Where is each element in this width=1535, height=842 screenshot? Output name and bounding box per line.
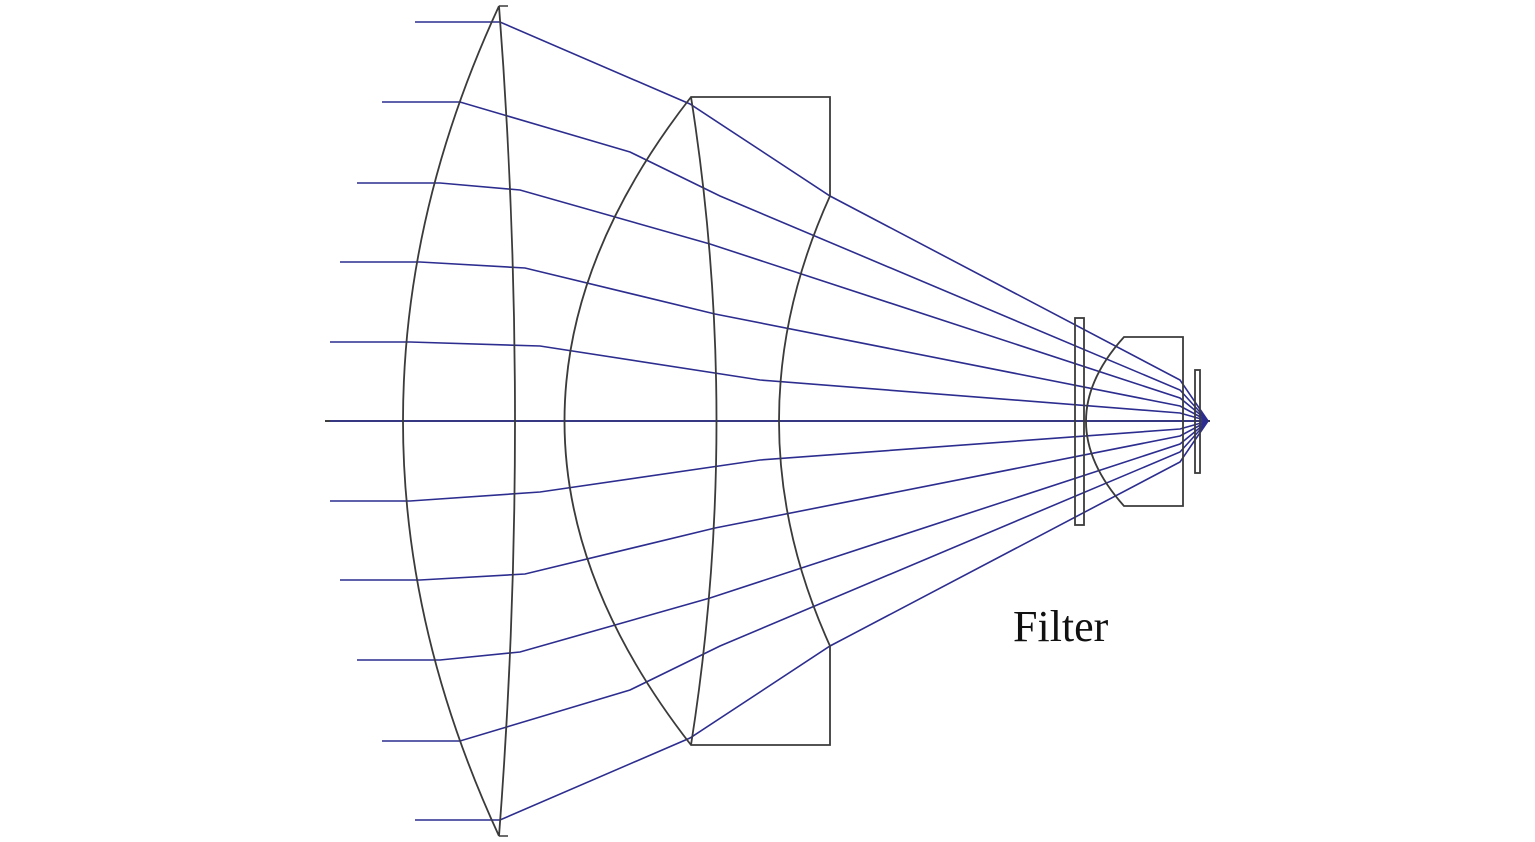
rays-group	[330, 21, 1209, 821]
ray-4	[340, 261, 1209, 422]
ray-5	[330, 341, 1209, 422]
image-sensor	[1194, 369, 1201, 474]
ray-2	[382, 101, 1209, 422]
filter-label: Filter	[1013, 602, 1109, 651]
third-lens	[1085, 336, 1184, 507]
ray-7	[330, 420, 1209, 502]
ray-11	[415, 420, 1209, 821]
filter	[1074, 317, 1085, 526]
ray-1	[415, 21, 1209, 422]
first-lens	[402, 5, 516, 837]
ray-3	[357, 182, 1209, 422]
second-lens	[563, 96, 831, 746]
ray-8	[340, 420, 1209, 581]
ray-10	[382, 420, 1209, 742]
